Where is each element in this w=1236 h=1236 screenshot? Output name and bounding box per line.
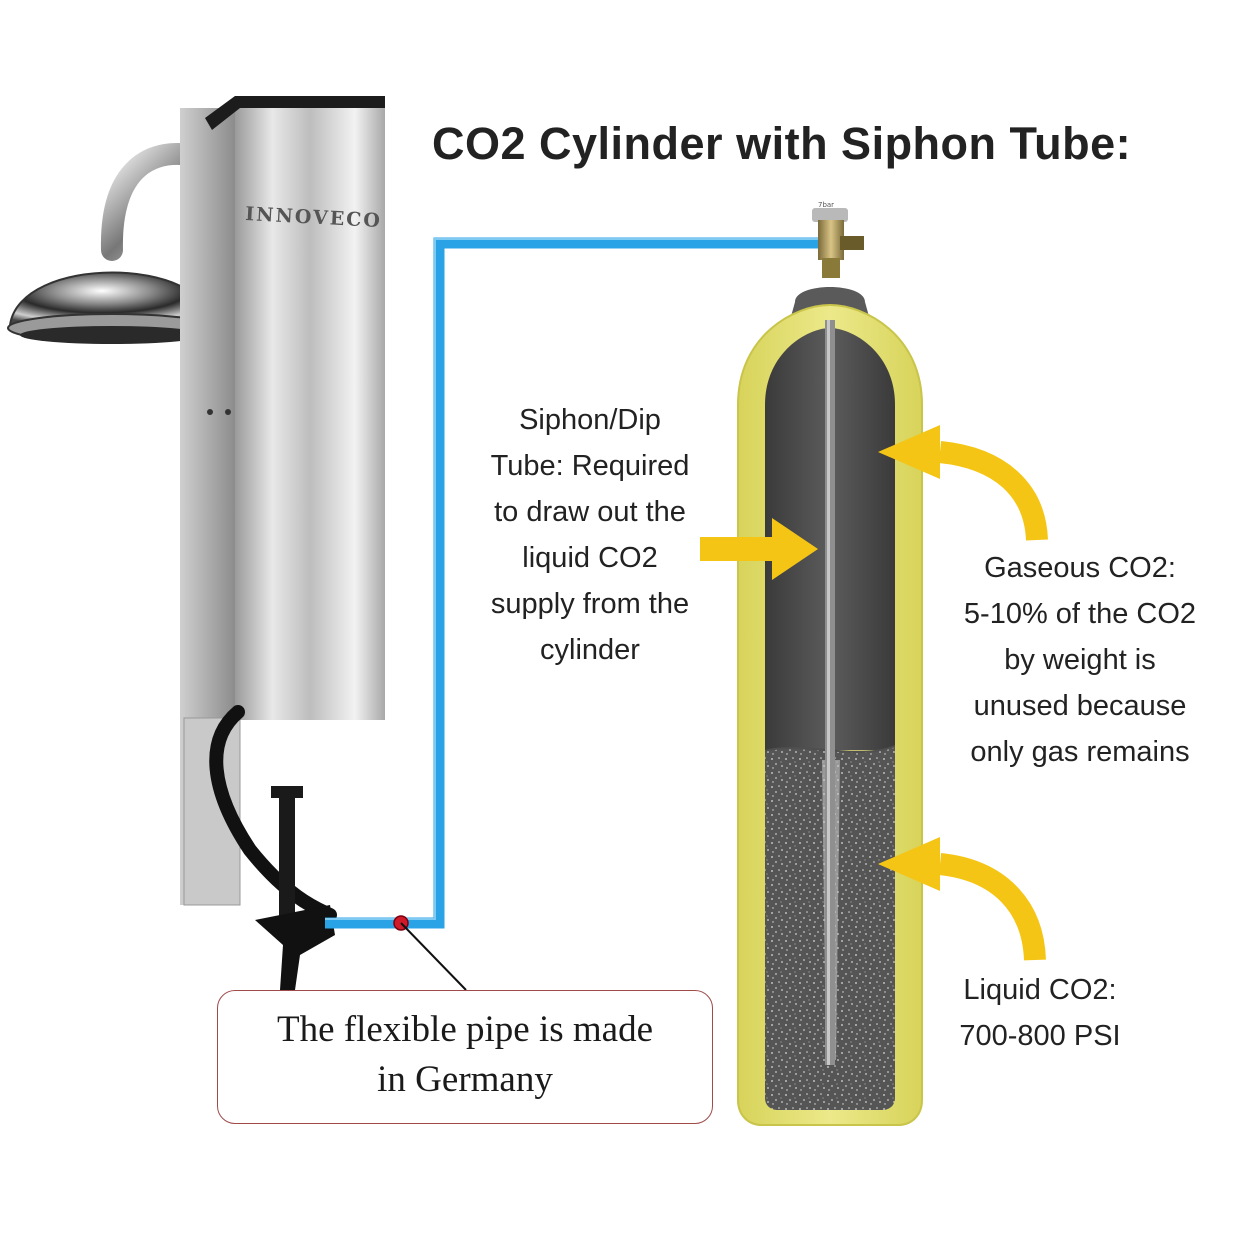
- device-front-panel: [235, 96, 385, 720]
- top-bracket: [205, 96, 385, 130]
- siphon-callout-line: Tube: Required: [490, 450, 690, 482]
- gas-callout-line: by weight is: [1004, 644, 1156, 676]
- siphon-arrow: [700, 518, 818, 580]
- siphon-callout-line: supply from the: [490, 588, 690, 620]
- bracket-bolt: [279, 790, 295, 940]
- panel-screw: [225, 409, 231, 415]
- cylinder-valve-body: [818, 220, 844, 260]
- siphon-callout-line: liquid CO2: [522, 542, 658, 574]
- mount-bracket: [255, 905, 335, 990]
- gas-callout-line: only gas remains: [970, 736, 1190, 768]
- diagram-title: CO2 Cylinder with Siphon Tube:: [432, 118, 1132, 169]
- valve-label: 7bar: [818, 201, 834, 209]
- gas-callout-line: 5-10% of the CO2: [963, 598, 1197, 630]
- co2-cylinder: 7bar: [737, 201, 923, 1126]
- note-pointer-line: [400, 922, 467, 991]
- siphon-tube-callout: Siphon/Dip Tube: Required to draw out th…: [440, 397, 740, 673]
- emergency-shower-unit: INNOVECO: [7, 96, 385, 990]
- gaseous-co2-callout: Gaseous CO2: 5-10% of the CO2 by weight …: [930, 545, 1230, 775]
- siphon-callout-line: cylinder: [540, 634, 640, 666]
- liquid-callout-line: Liquid CO2:: [963, 974, 1117, 1006]
- flexible-pipe-note: The flexible pipe is made in Germany: [217, 990, 713, 1124]
- liquid-callout-line: 700-800 PSI: [959, 1020, 1121, 1052]
- gas-callout-line: unused because: [973, 690, 1187, 722]
- cylinder-valve-top: [812, 208, 848, 222]
- gas-callout-line: Gaseous CO2:: [984, 552, 1176, 584]
- black-hose: [209, 705, 337, 922]
- flexible-pipe: [325, 237, 860, 929]
- liquid-arrow: [878, 837, 1046, 961]
- panel-screw: [207, 409, 213, 415]
- note-line: in Germany: [377, 1059, 553, 1100]
- siphon-callout-line: Siphon/Dip: [519, 404, 661, 436]
- gas-arrow: [878, 425, 1048, 541]
- liquid-co2-callout: Liquid CO2: 700-800 PSI: [915, 967, 1165, 1059]
- note-line: The flexible pipe is made: [276, 1009, 654, 1050]
- siphon-callout-line: to draw out the: [494, 496, 686, 528]
